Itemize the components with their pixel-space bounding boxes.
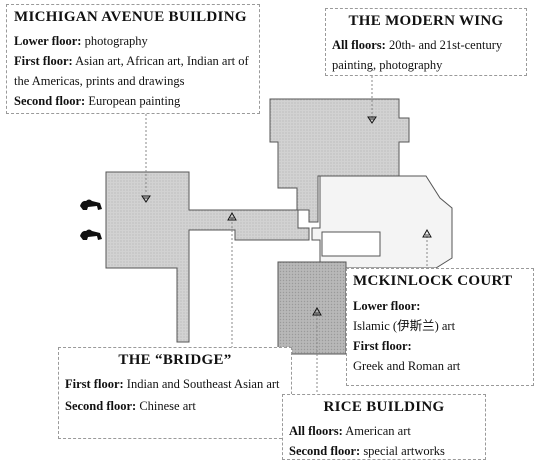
bridge-label: THE “BRIDGE” First floor: Indian and Sou… (58, 347, 292, 439)
bridge-title: THE “BRIDGE” (118, 352, 232, 368)
mckinlock-marker-icon (422, 228, 432, 238)
michigan-marker-icon (141, 195, 151, 203)
lion-statue-icon (80, 229, 102, 240)
michigan-avenue-building-shape (105, 171, 310, 343)
bridge-marker-icon (227, 211, 237, 221)
mckinlock-lower-floor-label: Lower floor: (353, 299, 421, 313)
bridge-first-floor: First floor: Indian and Southeast Asian … (65, 377, 280, 391)
mckinlock-first-floor-label: First floor: (353, 339, 412, 353)
michigan-lower-floor: Lower floor: photography (14, 34, 148, 48)
mckinlock-title: MCKINLOCK COURT (353, 273, 513, 289)
modern-wing-marker-icon (367, 116, 377, 124)
modern-wing-shape (269, 98, 410, 223)
mckinlock-lower-floor-text: Islamic (伊斯兰) art (353, 319, 456, 333)
rice-building-label: RICE BUILDING All floors: American art S… (282, 394, 486, 460)
bridge-second-floor: Second floor: Chinese art (65, 399, 196, 413)
modern-wing-label: THE MODERN WING All floors: 20th- and 21… (325, 8, 527, 76)
michigan-first-floor: First floor: Asian art, African art, Ind… (14, 54, 249, 88)
modern-wing-title: THE MODERN WING (348, 13, 504, 29)
rice-marker-icon (312, 306, 322, 316)
lion-statue-icon (80, 199, 102, 210)
mckinlock-first-floor-text: Greek and Roman art (353, 359, 461, 373)
rice-all-floors: All floors: American art (289, 424, 411, 438)
mckinlock-inner-courtyard (321, 231, 381, 257)
rice-building-shape (277, 261, 347, 355)
michigan-title: MICHIGAN AVENUE BUILDING (14, 9, 247, 25)
michigan-second-floor: Second floor: European painting (14, 94, 181, 108)
rice-second-floor: Second floor: special artworks (289, 444, 445, 458)
michigan-avenue-building-label: MICHIGAN AVENUE BUILDING Lower floor: ph… (6, 4, 260, 114)
rice-title: RICE BUILDING (323, 399, 445, 415)
modern-wing-all-floors: All floors: 20th- and 21st-century paint… (332, 38, 503, 72)
mckinlock-court-label: MCKINLOCK COURT Lower floor: Islamic (伊斯… (346, 268, 534, 386)
